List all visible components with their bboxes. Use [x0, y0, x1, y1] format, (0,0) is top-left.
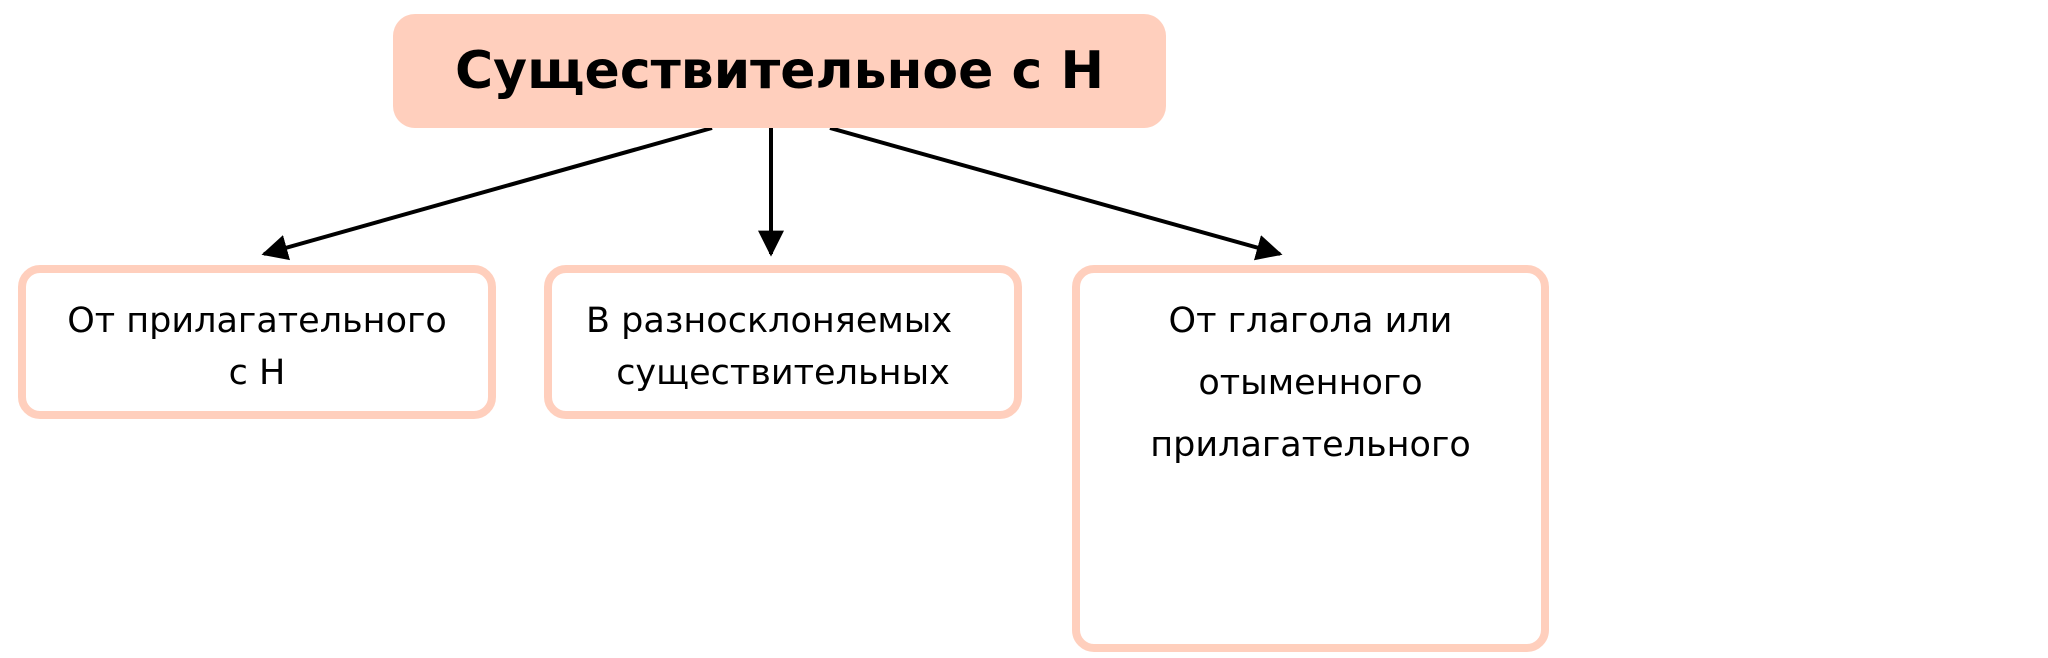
child-node-adjective: От прилагательного с Н: [18, 265, 496, 419]
child-node-heteroclitic: В разносклоняемых существительных: [544, 265, 1022, 419]
node-text-line: с Н: [228, 353, 286, 393]
arrow-left: [261, 126, 713, 261]
node-text-line: существительных: [616, 353, 950, 393]
node-text-line: В разносклоняемых: [586, 301, 953, 341]
root-node: Существительное с Н: [393, 14, 1166, 128]
node-text-line: От прилагательного: [67, 301, 447, 341]
node-text-line: От глагола или: [1168, 301, 1453, 341]
node-text-line: прилагательного: [1150, 425, 1471, 465]
root-label: Существительное с Н: [455, 41, 1104, 101]
node-text-line: отыменного: [1198, 363, 1423, 403]
child-node-verb: От глагола или отыменного прилагательног…: [1072, 265, 1549, 652]
arrow-right: [829, 126, 1283, 261]
